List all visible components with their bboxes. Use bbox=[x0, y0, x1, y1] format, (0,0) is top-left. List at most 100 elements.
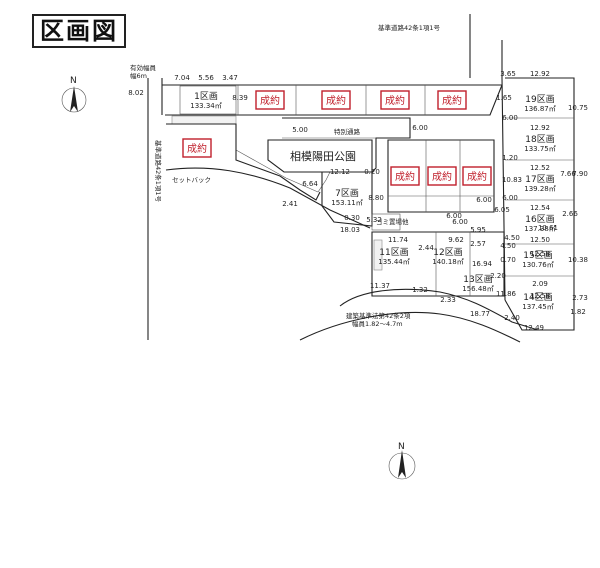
dimension-label: 0.70 bbox=[500, 256, 516, 264]
dimension-label: 2.33 bbox=[440, 296, 456, 304]
lot-7-outline bbox=[321, 171, 373, 227]
lot-number: 7区画 bbox=[335, 188, 359, 199]
dimension-label: 10.75 bbox=[568, 104, 588, 112]
lot-number: 12区画 bbox=[433, 247, 462, 258]
sold-label: 成約 bbox=[442, 94, 462, 107]
dimension-label: 1.20 bbox=[502, 154, 518, 162]
dimension-label: 7.90 bbox=[572, 170, 588, 178]
dimension-label: 4.50 bbox=[500, 242, 516, 250]
dimension-label: 6.64 bbox=[302, 180, 318, 188]
dimension-label: 12.92 bbox=[530, 70, 550, 78]
sold-badge: 成約 bbox=[380, 90, 410, 110]
dimension-label: 2.20 bbox=[490, 272, 506, 280]
dimension-label: 6.00 bbox=[452, 218, 468, 226]
sold-badge: 成約 bbox=[427, 166, 457, 186]
sold-badge: 成約 bbox=[255, 90, 285, 110]
dimension-label: 3.65 bbox=[500, 70, 516, 78]
lot-area: 133.34㎡ bbox=[190, 102, 222, 110]
sold-badge: 成約 bbox=[321, 90, 351, 110]
dimension-label: 12.58 bbox=[530, 250, 550, 258]
dimension-label: 2.73 bbox=[572, 294, 588, 302]
boundary-line bbox=[501, 40, 506, 301]
road-bottom-edge bbox=[339, 288, 570, 331]
sold-badge: 成約 bbox=[390, 166, 420, 186]
dimension-label: 16.94 bbox=[472, 260, 493, 268]
dimension-label: 8.02 bbox=[128, 89, 144, 97]
dimension-label: 8.39 bbox=[232, 94, 248, 102]
setback-curve bbox=[165, 167, 371, 229]
dimension-label: 10.61 bbox=[538, 224, 558, 232]
dimension-label: 9.62 bbox=[448, 236, 464, 244]
north-arrow-icon bbox=[61, 86, 87, 113]
lot-number: 18区画 bbox=[525, 134, 554, 145]
setback-label: セットバック bbox=[172, 176, 211, 184]
dimension-label: 11.37 bbox=[370, 282, 390, 290]
park-label: 相模陽田公園 bbox=[290, 150, 356, 163]
dimension-label: 5.32 bbox=[366, 216, 382, 224]
sold-label: 成約 bbox=[467, 170, 487, 183]
dimension-label: 0.30 bbox=[344, 214, 360, 222]
dimension-label: 11.86 bbox=[496, 290, 517, 298]
road-label: 基準道路42条1項1号 bbox=[154, 140, 163, 203]
road-label: 有効幅員 bbox=[130, 63, 157, 72]
sold-label: 成約 bbox=[326, 94, 346, 107]
dimension-label: 11.74 bbox=[388, 236, 409, 244]
dimension-label: 7.66 bbox=[560, 170, 576, 178]
lot-area: 136.87㎡ bbox=[524, 105, 556, 113]
lot-area: 139.28㎡ bbox=[524, 185, 556, 193]
dimension-label: 2.41 bbox=[282, 200, 298, 208]
dimension-label: 7.04 bbox=[174, 74, 190, 82]
dimension-label: 1.82 bbox=[570, 308, 586, 316]
dimension-label: 12.49 bbox=[524, 324, 544, 332]
dimension-label: 0.20 bbox=[364, 168, 380, 176]
north-label: N bbox=[70, 76, 77, 86]
dimension-label: 5.95 bbox=[470, 226, 486, 234]
dimension-label: 2.66 bbox=[562, 210, 578, 218]
dimension-label: 6.05 bbox=[494, 206, 510, 214]
dimension-label: 2.57 bbox=[470, 240, 486, 248]
road-label: 建築基準法第42条2項 bbox=[346, 311, 411, 320]
dimension-label: 3.47 bbox=[222, 74, 238, 82]
dimension-label: 18.03 bbox=[340, 226, 360, 234]
dimension-label: 12.92 bbox=[530, 124, 550, 132]
dimension-label: 12.54 bbox=[530, 204, 551, 212]
sold-label: 成約 bbox=[432, 170, 452, 183]
lot-area: 156.48㎡ bbox=[462, 285, 494, 293]
dimension-label: 10.83 bbox=[502, 176, 522, 184]
lot-area: 135.44㎡ bbox=[378, 258, 410, 266]
lot-area: 137.45㎡ bbox=[522, 303, 554, 311]
dimension-label: 12.12 bbox=[330, 168, 350, 176]
dimension-label: 6.00 bbox=[446, 212, 462, 220]
dimension-label: 12.52 bbox=[530, 164, 550, 172]
lot-number: 19区画 bbox=[525, 94, 554, 105]
lot-number: 15区画 bbox=[523, 250, 552, 261]
dimension-label: 18.77 bbox=[470, 310, 490, 318]
right-column bbox=[504, 77, 575, 331]
dimension-label: 2.09 bbox=[532, 280, 548, 288]
sold-label: 成約 bbox=[395, 170, 415, 183]
road-label: ゴミ置場他 bbox=[376, 217, 409, 226]
road-label: 特別通路 bbox=[334, 127, 361, 136]
dimension-label: 1.32 bbox=[412, 286, 428, 294]
lot-number: 11区画 bbox=[379, 247, 408, 258]
lot-number: 16区画 bbox=[525, 214, 554, 225]
dimension-label: 12.50 bbox=[530, 236, 550, 244]
dimension-label: 2.40 bbox=[504, 314, 520, 322]
dimension-label: 2.44 bbox=[418, 244, 434, 252]
page-title: 区画図 bbox=[32, 14, 126, 48]
lot-area: 140.18㎡ bbox=[432, 258, 464, 266]
lot-area: 137.38㎡ bbox=[524, 225, 556, 233]
lot-area: 153.11㎡ bbox=[331, 199, 363, 207]
road-bottom-edge bbox=[299, 311, 521, 343]
